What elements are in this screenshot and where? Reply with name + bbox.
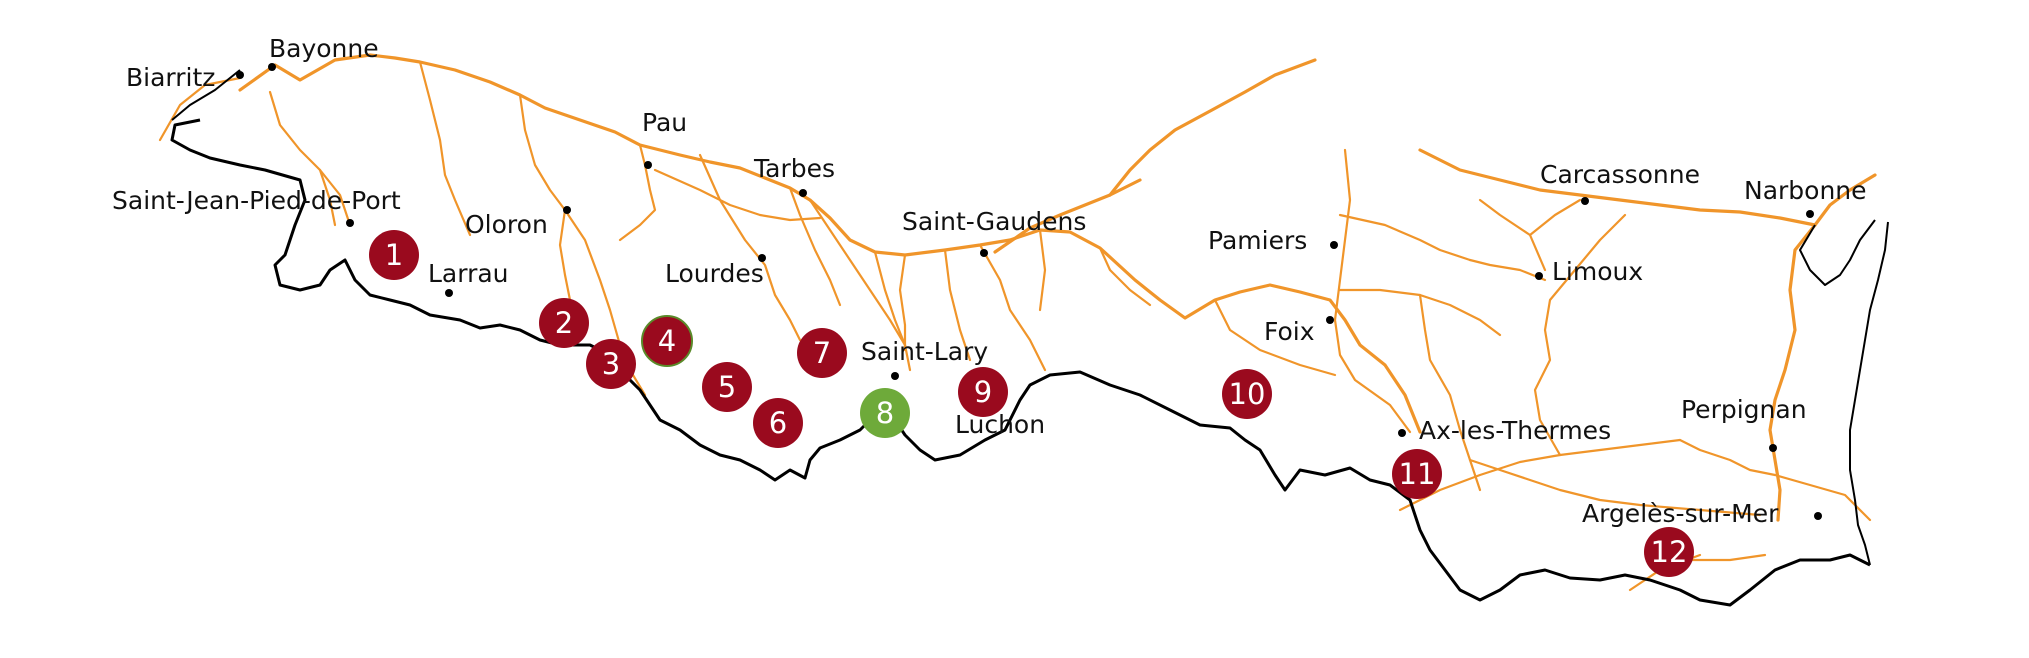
city-dot bbox=[563, 206, 571, 214]
city-label-tarbes: Tarbes bbox=[753, 154, 835, 183]
city-label-saint-jean-pied-de-port: Saint-Jean-Pied-de-Port bbox=[112, 186, 401, 215]
marker-circle bbox=[586, 339, 636, 389]
city-label-carcassonne: Carcassonne bbox=[1540, 160, 1700, 189]
city-label-perpignan: Perpignan bbox=[1681, 395, 1807, 424]
marker-number: 5 bbox=[718, 370, 736, 404]
marker-number: 9 bbox=[974, 375, 992, 409]
city-dot bbox=[1398, 429, 1406, 437]
marker-number: 3 bbox=[602, 347, 620, 381]
city-label-limoux: Limoux bbox=[1552, 257, 1643, 286]
marker-circle bbox=[539, 298, 589, 348]
marker-number: 12 bbox=[1651, 535, 1688, 569]
city-dot bbox=[1806, 210, 1814, 218]
city-dot bbox=[758, 254, 766, 262]
marker-number: 11 bbox=[1399, 457, 1436, 491]
city-label-saint-gaudens: Saint-Gaudens bbox=[902, 207, 1086, 236]
marker-number: 7 bbox=[813, 336, 831, 370]
marker-number: 2 bbox=[555, 306, 573, 340]
map-marker[interactable]: 1 bbox=[369, 230, 419, 280]
marker-circle bbox=[369, 230, 419, 280]
marker-number: 4 bbox=[658, 324, 676, 358]
marker-number: 1 bbox=[385, 238, 403, 272]
marker-circle bbox=[641, 315, 693, 367]
city-dot bbox=[1814, 512, 1822, 520]
city-dot bbox=[1769, 444, 1777, 452]
city-label-foix: Foix bbox=[1264, 317, 1315, 346]
marker-circle bbox=[860, 388, 910, 438]
marker-circle bbox=[1644, 527, 1694, 577]
marker-circle bbox=[958, 367, 1008, 417]
map-marker[interactable]: 2 bbox=[539, 298, 589, 348]
city-dot bbox=[980, 249, 988, 257]
marker-number: 8 bbox=[876, 396, 894, 430]
city-label-biarritz: Biarritz bbox=[126, 63, 215, 92]
map-marker[interactable]: 7 bbox=[797, 328, 847, 378]
city-label-lourdes: Lourdes bbox=[665, 259, 764, 288]
map-marker[interactable]: 6 bbox=[753, 398, 803, 448]
city-dot bbox=[445, 289, 453, 297]
map-marker[interactable]: 9 bbox=[958, 367, 1008, 417]
map-marker[interactable]: 3 bbox=[586, 339, 636, 389]
city-label-bayonne: Bayonne bbox=[269, 34, 379, 63]
city-label-larrau: Larrau bbox=[428, 259, 509, 288]
city-dot bbox=[1581, 197, 1589, 205]
city-label-narbonne: Narbonne bbox=[1744, 176, 1867, 205]
map-marker[interactable]: 12 bbox=[1644, 527, 1694, 577]
map-marker[interactable]: 8 bbox=[860, 388, 910, 438]
map-marker[interactable]: 5 bbox=[702, 362, 752, 412]
map-marker[interactable]: 10 bbox=[1222, 369, 1272, 419]
city-dot bbox=[1326, 316, 1334, 324]
marker-circle bbox=[702, 362, 752, 412]
marker-circle bbox=[1392, 449, 1442, 499]
marker-number: 6 bbox=[769, 406, 787, 440]
city-dot bbox=[891, 372, 899, 380]
city-dot bbox=[236, 71, 244, 79]
city-dot bbox=[799, 189, 807, 197]
map-marker[interactable]: 11 bbox=[1392, 449, 1442, 499]
city-label-oloron: Oloron bbox=[465, 210, 548, 239]
city-dot bbox=[1535, 272, 1543, 280]
map-marker[interactable]: 4 bbox=[641, 315, 693, 367]
city-label-argeles-sur-mer: Argelès-sur-Mer bbox=[1582, 499, 1779, 528]
city-label-ax-les-thermes: Ax-les-Thermes bbox=[1419, 416, 1611, 445]
markers: 1 2 3 4 5 6 7 8 bbox=[369, 230, 1694, 577]
city-dot bbox=[268, 63, 276, 71]
marker-number: 10 bbox=[1229, 377, 1266, 411]
city-label-luchon: Luchon bbox=[955, 410, 1045, 439]
cities: Biarritz Bayonne Saint-Jean-Pied-de-Port… bbox=[112, 34, 1867, 528]
marker-circle bbox=[1222, 369, 1272, 419]
city-dot bbox=[644, 161, 652, 169]
marker-circle bbox=[753, 398, 803, 448]
city-dot bbox=[346, 219, 354, 227]
city-label-pamiers: Pamiers bbox=[1208, 226, 1307, 255]
city-label-saint-lary: Saint-Lary bbox=[861, 337, 988, 366]
city-label-pau: Pau bbox=[642, 108, 687, 137]
city-dot bbox=[1330, 241, 1338, 249]
marker-circle bbox=[797, 328, 847, 378]
